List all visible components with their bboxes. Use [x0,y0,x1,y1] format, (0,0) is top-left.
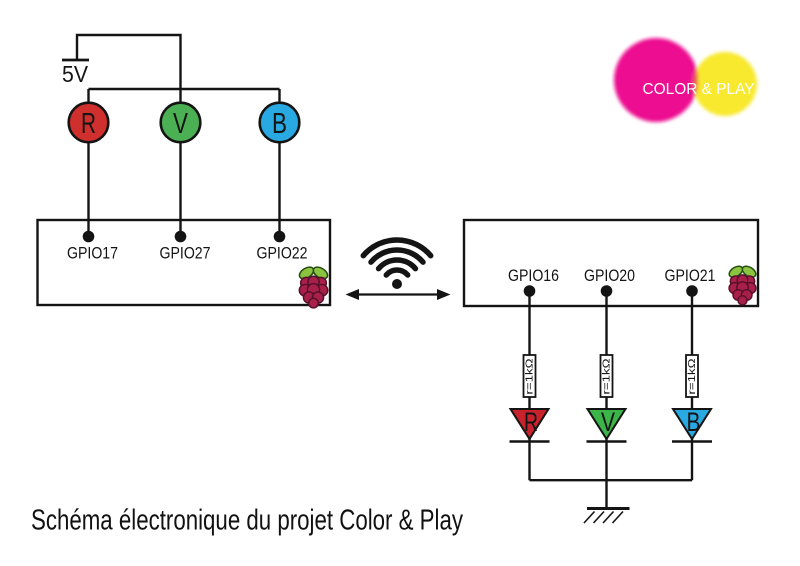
resistor-value-label: r=1kΩ [524,358,536,394]
left-board-pins: GPIO17 GPIO27 GPIO22 [67,230,331,309]
pin-dot [174,230,187,243]
led-red-label: R [524,407,538,437]
led-wires [528,291,694,508]
resistor-value-label: r=1kΩ [601,358,613,394]
logo-pink-circle [614,38,698,122]
pin-label-gpio17: GPIO17 [67,244,118,263]
resistor-value-label: r=1kΩ [686,358,698,394]
resistor-v: r=1kΩ [599,354,614,398]
bidirectional-arrow-icon [345,289,451,300]
led-blue: B [671,407,713,443]
pin-label-gpio20: GPIO20 [584,266,635,285]
button-r-label: R [81,108,96,140]
button-b [258,101,301,144]
power-5v-label: 5V [62,61,89,87]
button-r [67,101,110,144]
pin-label-gpio22: GPIO22 [257,244,308,263]
button-wires [87,142,281,233]
power-wire [75,33,182,89]
power-rail [62,33,281,104]
pin-dot [273,230,286,243]
pin-label-gpio21: GPIO21 [665,266,716,285]
button-b-label: B [272,108,287,140]
pin-dot [82,230,95,243]
led-green-label: V [601,407,615,437]
logo-text: COLOR & PLAY [643,81,755,98]
ground-symbol [583,507,630,524]
wifi-link [345,237,451,300]
rgb-buttons: R V B [67,101,301,233]
logo-yellow-circle [693,52,757,116]
pin-label-gpio27: GPIO27 [160,244,211,263]
resistor-r: r=1kΩ [522,354,537,398]
caption: Schéma électronique du projet Color & Pl… [31,505,463,537]
led-red: R [508,407,551,443]
led-green: V [585,407,628,443]
button-v [159,101,202,144]
color-play-logo: COLOR & PLAY [614,38,757,122]
led-circuit: r=1kΩ r=1kΩ r=1kΩ R V B [508,291,713,524]
led-blue-label: B [687,407,701,437]
resistor-b: r=1kΩ [685,354,699,398]
wifi-icon [360,237,434,289]
button-v-label: V [173,108,189,140]
right-board-pins: GPIO16 GPIO20 GPIO21 [508,263,759,306]
distribution-wire [87,87,281,104]
pin-label-gpio16: GPIO16 [508,266,559,285]
